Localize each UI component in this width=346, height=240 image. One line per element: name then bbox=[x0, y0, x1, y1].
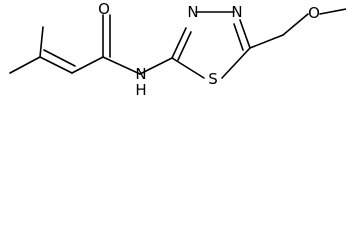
chemical-structure-diagram: O N H N N S O bbox=[9, 0, 346, 96]
bonds bbox=[9, 8, 346, 79]
bond-vinyl-carbonyl bbox=[71, 56, 104, 74]
bond-amide-ring bbox=[139, 57, 173, 75]
bond-ring-n4-c5 bbox=[239, 19, 251, 49]
bond-ring-s-c2 bbox=[171, 57, 205, 79]
bond-amide bbox=[102, 56, 141, 75]
oxygen-ether-label: O bbox=[308, 4, 320, 22]
bond-alkene-second bbox=[43, 49, 76, 67]
nitrogen-amide-label: N bbox=[135, 65, 146, 83]
bond-ring-methylene bbox=[249, 34, 284, 49]
bond-ring-c5-s bbox=[221, 47, 251, 79]
bond-alkene bbox=[39, 56, 73, 74]
atom-labels: O N H N N S O bbox=[98, 0, 320, 96]
nitrogen-ring-left-label: N bbox=[187, 3, 198, 21]
bond-methyl-upper bbox=[39, 26, 44, 58]
bond-ring-n4-c5-second bbox=[233, 23, 244, 51]
bond-ring-c2-n3 bbox=[171, 27, 187, 59]
oxygen-carbonyl-label: O bbox=[98, 0, 110, 18]
bond-methyl-lower bbox=[9, 56, 41, 74]
bond-ring-c2-n3-second bbox=[177, 31, 192, 61]
bond-oxygen-methyl bbox=[319, 8, 346, 15]
bond-methylene-oxygen bbox=[282, 13, 309, 36]
hydrogen-amide-label: H bbox=[135, 81, 146, 96]
nitrogen-ring-right-label: N bbox=[231, 3, 242, 21]
sulfur-ring-label: S bbox=[208, 70, 218, 88]
